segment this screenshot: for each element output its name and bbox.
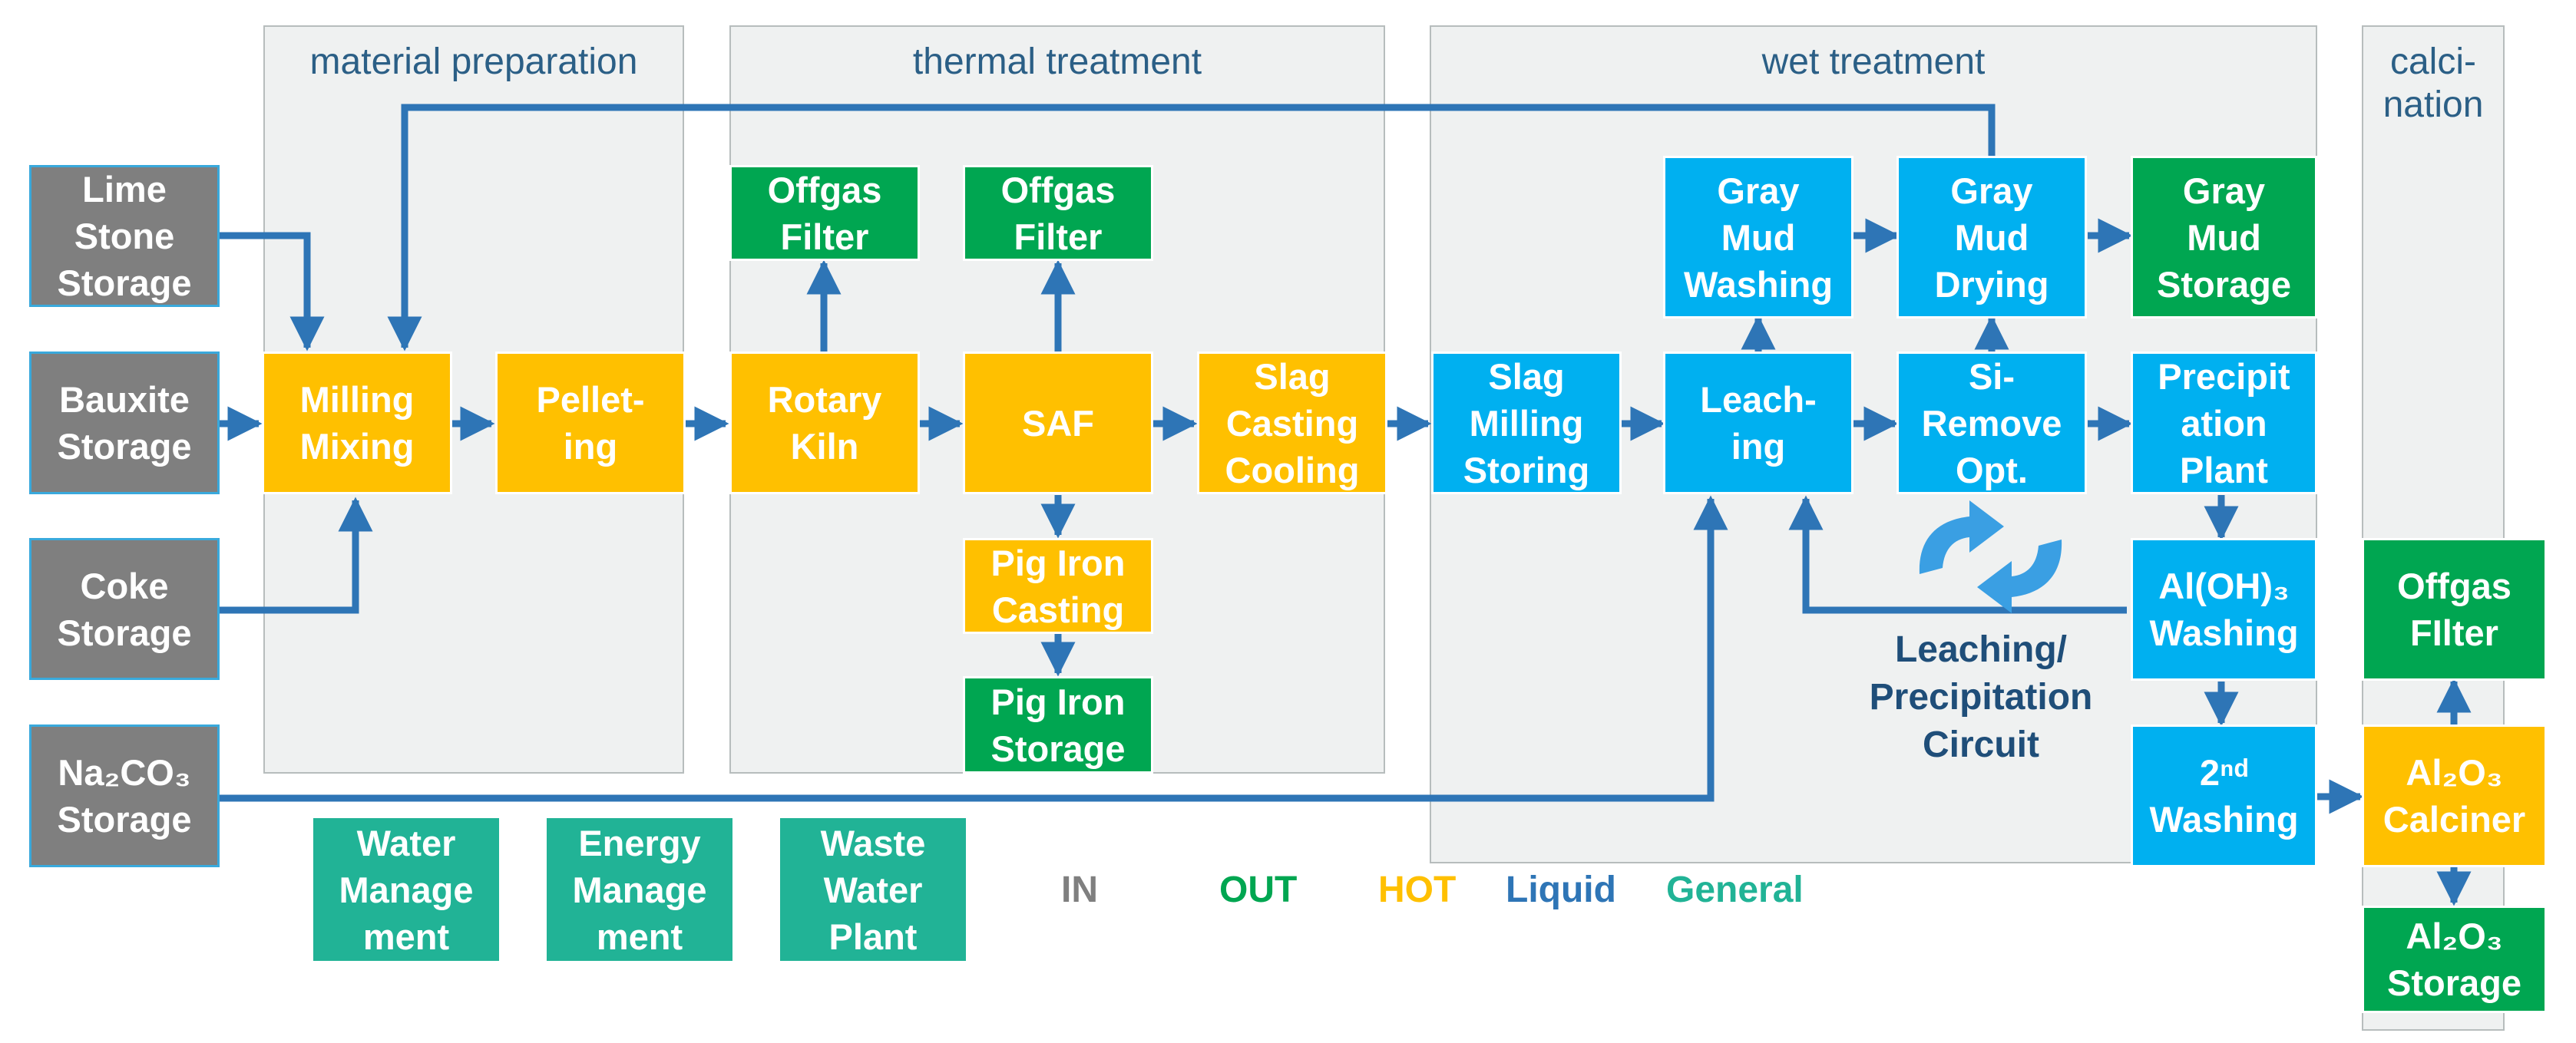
arrow-grayrecycle-to-milling: [387, 104, 1996, 352]
legend-out: OUT: [1219, 870, 1298, 910]
si-remove-opt: Si- Remove Opt.: [1896, 352, 2087, 494]
saf: SAF: [963, 352, 1153, 494]
pig-iron-storage: Pig Iron Storage: [963, 676, 1153, 774]
section-title-calcination: calci- nation: [2383, 41, 2484, 125]
legend-liquid: Liquid: [1506, 870, 1616, 910]
offgas-filter-calciner: Offgas FIlter: [2362, 538, 2547, 681]
leaching: Leach- ing: [1663, 352, 1853, 494]
legend-in: IN: [1061, 870, 1098, 910]
energy-management: Energy Manage ment: [544, 816, 735, 963]
pig-iron-casting: Pig Iron Casting: [963, 538, 1153, 634]
slag-milling-storing: Slag Milling Storing: [1431, 352, 1622, 494]
circuit-label: Leaching/ Precipitation Circuit: [1869, 629, 2093, 765]
section-title-wet-treatment: wet treatment: [1761, 41, 1986, 82]
na2co3-storage: Na₂CO₃ Storage: [29, 724, 220, 867]
water-management: Water Manage ment: [311, 816, 501, 963]
arrow-limestone-to-milling: [219, 232, 325, 352]
lime-stone-storage: Lime Stone Storage: [29, 165, 220, 307]
al2o3-storage: Al₂O₃ Storage: [2362, 906, 2547, 1013]
section-title-material-preparation: material preparation: [309, 41, 638, 82]
offgas-filter-kiln: Offgas Filter: [729, 165, 920, 261]
milling-mixing: Milling Mixing: [262, 352, 452, 494]
rotary-kiln: Rotary Kiln: [729, 352, 920, 494]
aloh3-washing: Al(OH)₃ Washing: [2131, 538, 2317, 681]
bauxite-storage: Bauxite Storage: [29, 352, 220, 494]
precipitation-plant: Precipit ation Plant: [2131, 352, 2317, 494]
gray-mud-storage: Gray Mud Storage: [2131, 156, 2317, 319]
coke-storage: Coke Storage: [29, 538, 220, 680]
arrow-na2co3-to-leaching: [219, 495, 1728, 802]
section-title-thermal-treatment: thermal treatment: [912, 41, 1202, 82]
second-washing: 2ⁿᵈ Washing: [2131, 724, 2317, 867]
al2o3-calciner: Al₂O₃ Calciner: [2362, 724, 2547, 867]
offgas-filter-saf: Offgas Filter: [963, 165, 1153, 261]
legend-general: General: [1666, 870, 1804, 910]
slag-casting-cooling: Slag Casting Cooling: [1197, 352, 1387, 494]
arrow-coke-to-milling: [219, 497, 373, 614]
pelleting: Pellet- ing: [495, 352, 686, 494]
recycle-arrows-icon: [1919, 500, 2062, 613]
gray-mud-washing: Gray Mud Washing: [1663, 156, 1853, 319]
legend-hot: HOT: [1378, 870, 1457, 910]
waste-water-plant: Waste Water Plant: [778, 816, 968, 963]
arrow-aloh3-washing-to-leaching: [1788, 495, 2127, 614]
gray-mud-drying: Gray Mud Drying: [1896, 156, 2087, 319]
